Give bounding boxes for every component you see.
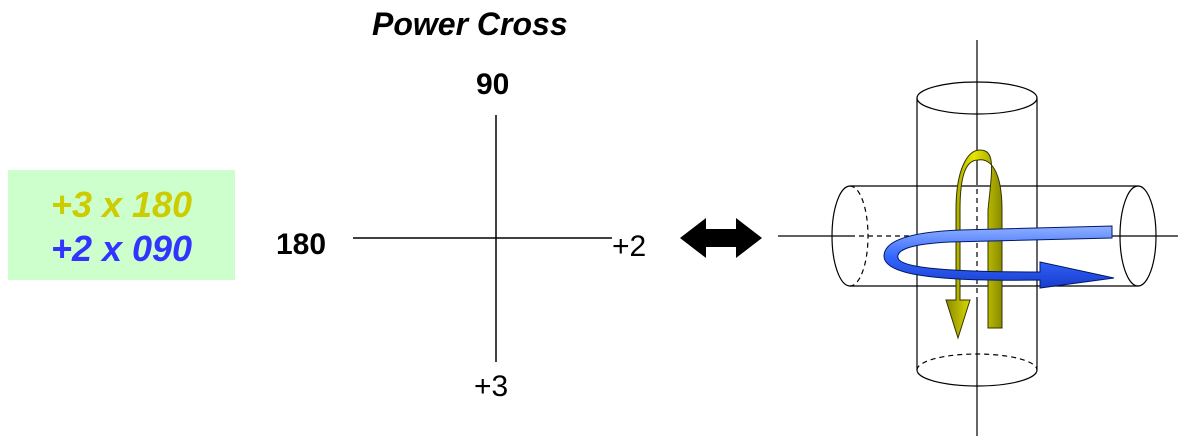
horizontal-cylinder-left-end-back	[849, 185, 869, 287]
cross-bottom-label: +3	[474, 370, 509, 403]
cross-left-label: 180	[276, 228, 327, 261]
vertical-cylinder-bottom-front	[916, 369, 1038, 387]
yellow-rotation-arrow	[945, 149, 1003, 340]
vertical-cylinder-bottom-back	[916, 353, 1038, 371]
prescription-line-2: +2 x 090	[50, 228, 193, 269]
prescription-line-1: +3 x 180	[50, 184, 193, 225]
blue-rotation-arrow	[883, 225, 1115, 289]
double-arrow-icon	[680, 218, 762, 258]
diagram-title: Power Cross	[372, 6, 568, 42]
horizontal-cylinder-left-end-front	[831, 185, 851, 287]
horizontal-cylinder-right-end	[1119, 185, 1157, 287]
cross-top-label: 90	[476, 68, 510, 101]
prescription-box: +3 x 180 +2 x 090	[8, 170, 235, 280]
cross-right-label: +2	[612, 230, 647, 263]
power-cross	[353, 115, 612, 362]
